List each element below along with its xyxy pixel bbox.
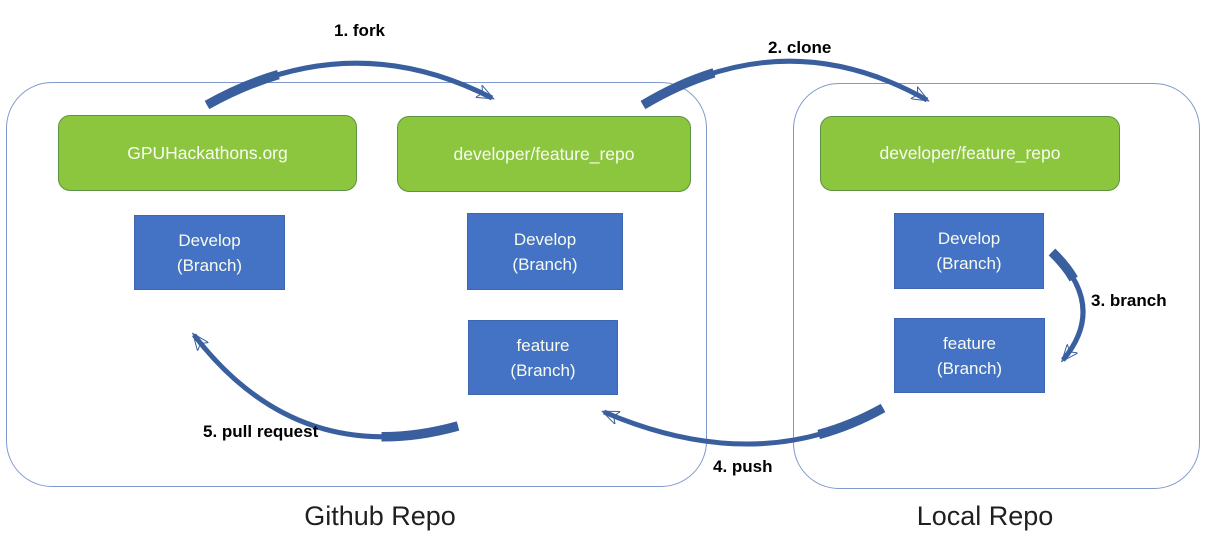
clone-step-label: 2. clone	[768, 38, 832, 57]
fork-develop-branch-box: Develop (Branch)	[467, 213, 623, 290]
origin-repo-box: GPUHackathons.org	[58, 115, 357, 191]
branch-sublabel: (Branch)	[936, 358, 1003, 378]
local-develop-branch-box: Develop (Branch)	[894, 213, 1044, 289]
branch-name: Develop	[513, 229, 577, 249]
local-repo-caption: Local Repo	[916, 501, 1054, 531]
branch-sublabel: (Branch)	[936, 254, 1002, 273]
branch-name: feature	[516, 335, 570, 355]
local-clone-repo-label: developer/feature_repo	[879, 143, 1061, 163]
fork-feature-branch-box: feature (Branch)	[468, 320, 618, 395]
branch-sublabel: (Branch)	[512, 254, 578, 274]
origin-develop-branch-box: Develop (Branch)	[134, 215, 285, 290]
local-clone-repo-box: developer/feature_repo	[820, 116, 1120, 191]
local-feature-branch-box: feature (Branch)	[894, 318, 1045, 393]
pull-request-step-label: 5. pull request	[203, 422, 319, 441]
branch-sublabel: (Branch)	[176, 255, 243, 275]
branch-name: Develop	[937, 229, 1001, 248]
push-step-label: 4. push	[713, 457, 773, 476]
origin-repo-label: GPUHackathons.org	[127, 142, 288, 163]
github-fork-repo-box: developer/feature_repo	[397, 116, 691, 192]
local-repo-container	[793, 83, 1200, 489]
fork-step-label: 1. fork	[334, 21, 386, 40]
branch-step-label: 3. branch	[1091, 291, 1167, 310]
branch-name: feature	[943, 333, 996, 353]
github-repo-caption: Github Repo	[304, 501, 456, 531]
branch-name: Develop	[178, 230, 241, 250]
branch-sublabel: (Branch)	[510, 360, 576, 380]
github-fork-repo-label: developer/feature_repo	[453, 143, 635, 164]
